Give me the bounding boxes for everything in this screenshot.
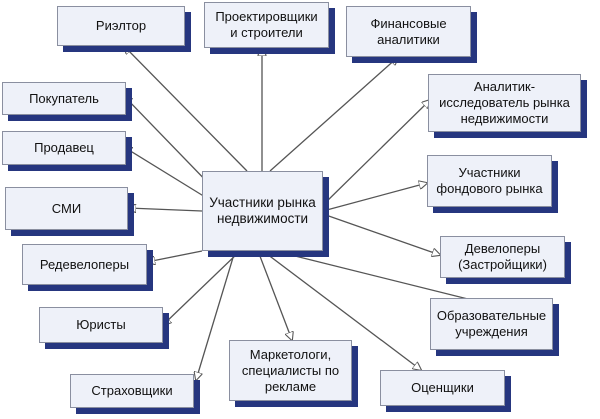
connector-arrow-stock xyxy=(322,183,427,212)
node-media: СМИ xyxy=(5,187,128,230)
node-realtor-label: Риэлтор xyxy=(95,18,147,33)
connector-arrow-realtor xyxy=(124,46,248,172)
connector-arrow-buyer xyxy=(124,96,216,191)
connector-arrow-marketers xyxy=(257,250,292,340)
node-media-label: СМИ xyxy=(51,200,82,216)
center-node-market-participants: Участники рынка недвижимости xyxy=(202,171,323,251)
node-developers-label: Девелоперы (Застройщики) xyxy=(458,241,547,272)
node-appraisers: Оценщики xyxy=(380,370,505,406)
node-redevelopers-label: Редевелоперы xyxy=(39,256,130,272)
node-educational-institutions-label: Образовательные учреждения xyxy=(436,308,547,339)
node-redevelopers: Редевелоперы xyxy=(22,244,147,285)
node-market-research-analyst-label: Аналитик- исследователь рынка недвижимос… xyxy=(439,79,570,126)
connector-arrow-appraisers xyxy=(262,250,421,370)
node-market-research-analyst: Аналитик- исследователь рынка недвижимос… xyxy=(428,74,581,132)
connector-arrow-lawyers xyxy=(163,250,241,325)
node-educational-institutions: Образовательные учреждения xyxy=(430,298,553,350)
node-lawyers-label: Юристы xyxy=(76,317,126,332)
node-seller: Продавец xyxy=(2,131,126,165)
connector-arrow-developers xyxy=(322,213,440,255)
node-seller-label: Продавец xyxy=(34,140,94,155)
node-marketers-label: Маркетологи, специалисты по рекламе xyxy=(241,346,340,394)
node-stock-market-participants: Участники фондового рынка xyxy=(427,155,552,207)
connector-arrow-seller xyxy=(124,147,211,201)
node-buyer-label: Покупатель xyxy=(29,90,99,106)
node-buyer: Покупатель xyxy=(2,82,126,115)
node-realtor: Риэлтор xyxy=(57,6,185,46)
node-appraisers-label: Оценщики xyxy=(411,380,474,395)
node-insurers-label: Страховщики xyxy=(91,383,173,398)
node-designers-builders-label: Проектировщики и строители xyxy=(215,9,318,40)
node-financial-analysts-label: Финансовые аналитики xyxy=(370,15,447,47)
connector-arrow-insurers xyxy=(196,250,236,380)
node-lawyers: Юристы xyxy=(39,307,163,343)
center-node-label: Участники рынка недвижимости xyxy=(209,195,316,226)
node-designers-builders: Проектировщики и строители xyxy=(204,2,329,48)
node-marketers: Маркетологи, специалисты по рекламе xyxy=(229,340,352,401)
connector-arrow-media xyxy=(128,208,203,211)
node-developers: Девелоперы (Застройщики) xyxy=(440,236,565,278)
connector-arrow-financial xyxy=(269,57,398,172)
connector-arrow-education xyxy=(274,250,492,305)
connector-arrow-research xyxy=(322,100,430,206)
node-stock-market-participants-label: Участники фондового рынка xyxy=(436,165,543,196)
node-insurers: Страховщики xyxy=(70,374,194,408)
node-financial-analysts: Финансовые аналитики xyxy=(346,6,471,57)
connector-arrow-redevelopers xyxy=(147,250,203,262)
